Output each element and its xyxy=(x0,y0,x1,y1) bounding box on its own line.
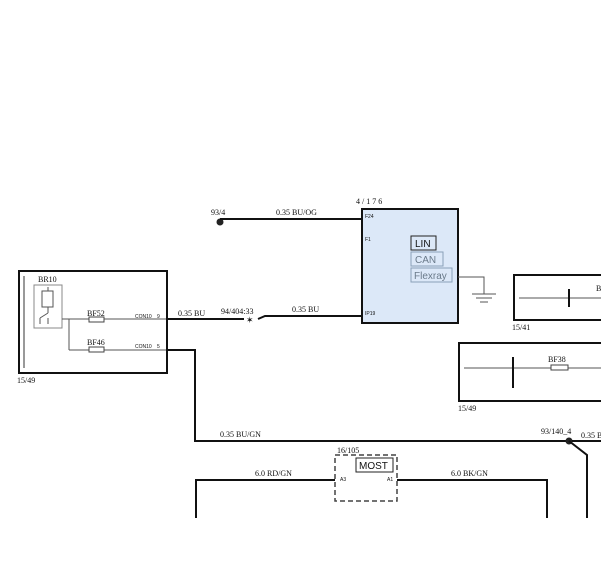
most-pin-left: A3 xyxy=(340,477,346,483)
relay-label: BR10 xyxy=(38,275,57,284)
fuse-top-label: BF52 xyxy=(87,309,105,318)
splice-label-2: 93/4 xyxy=(211,208,225,217)
bus-can-box[interactable] xyxy=(410,251,444,267)
most-pin-right: A1 xyxy=(387,477,393,483)
right-lower-fuse-label: BF38 xyxy=(548,355,566,364)
most-ref: 16/105 xyxy=(337,446,359,455)
relay-symbol-icon xyxy=(33,284,63,329)
right-upper-ref: 15/41 xyxy=(512,323,530,332)
wire-label-bu-2: 0.35 BU xyxy=(292,305,319,314)
module-ref: 4 / 1 7 6 xyxy=(356,197,382,206)
right-upper-label: B xyxy=(596,284,601,293)
connector-top-pin: 9 xyxy=(157,314,160,320)
wire-label-b: 0.35 B xyxy=(581,431,601,440)
fuse-bottom[interactable] xyxy=(88,346,105,353)
splice-mark-1: ✶ xyxy=(246,315,254,325)
relay-box-ref: 15/49 xyxy=(17,376,35,385)
wire-label-bu-og: 0.35 BU/OG xyxy=(276,208,317,217)
wire-label-bk-gn: 6.0 BK/GN xyxy=(451,469,488,478)
right-lower-ref: 15/49 xyxy=(458,404,476,413)
right-lower-fuse[interactable] xyxy=(550,364,569,371)
wire-bu-gn[interactable] xyxy=(167,349,569,442)
right-lower-box[interactable] xyxy=(458,342,601,402)
module-pin-mid: F1 xyxy=(365,237,371,243)
wire-label-bu-1: 0.35 BU xyxy=(178,309,205,318)
connector-top: CON10 xyxy=(135,314,152,320)
bus-lin-box[interactable] xyxy=(410,235,437,251)
bus-flexray-label: Flexray xyxy=(414,271,447,282)
most-label-box xyxy=(355,457,394,473)
splice-label-3: 93/140_4 xyxy=(541,427,571,436)
connector-bottom: CON10 xyxy=(135,344,152,350)
most-label: MOST xyxy=(359,461,388,472)
connector-bottom-pin: 5 xyxy=(157,344,160,350)
bus-flexray-box[interactable] xyxy=(410,267,453,283)
wire-label-bu-gn: 0.35 BU/GN xyxy=(220,430,261,439)
wire-bk-gn[interactable] xyxy=(397,479,548,518)
ground-icon xyxy=(458,276,496,303)
splice-label-1: 94/404:33 xyxy=(221,307,253,316)
module-pin-top: F24 xyxy=(365,214,374,220)
fuse-top[interactable] xyxy=(88,316,105,323)
bus-lin-label: LIN xyxy=(415,239,431,250)
wire-label-rd-gn: 6.0 RD/GN xyxy=(255,469,292,478)
fuse-bottom-label: BF46 xyxy=(87,338,105,347)
bus-can-label: CAN xyxy=(415,255,436,266)
wire-rd-gn[interactable] xyxy=(195,479,335,518)
splice-dot-2[interactable] xyxy=(216,218,224,226)
module-pin-bottom: IP19 xyxy=(365,311,376,317)
wire-bu-right[interactable] xyxy=(257,315,362,320)
wire-drop-right[interactable] xyxy=(568,440,588,518)
module-box[interactable] xyxy=(361,208,459,324)
